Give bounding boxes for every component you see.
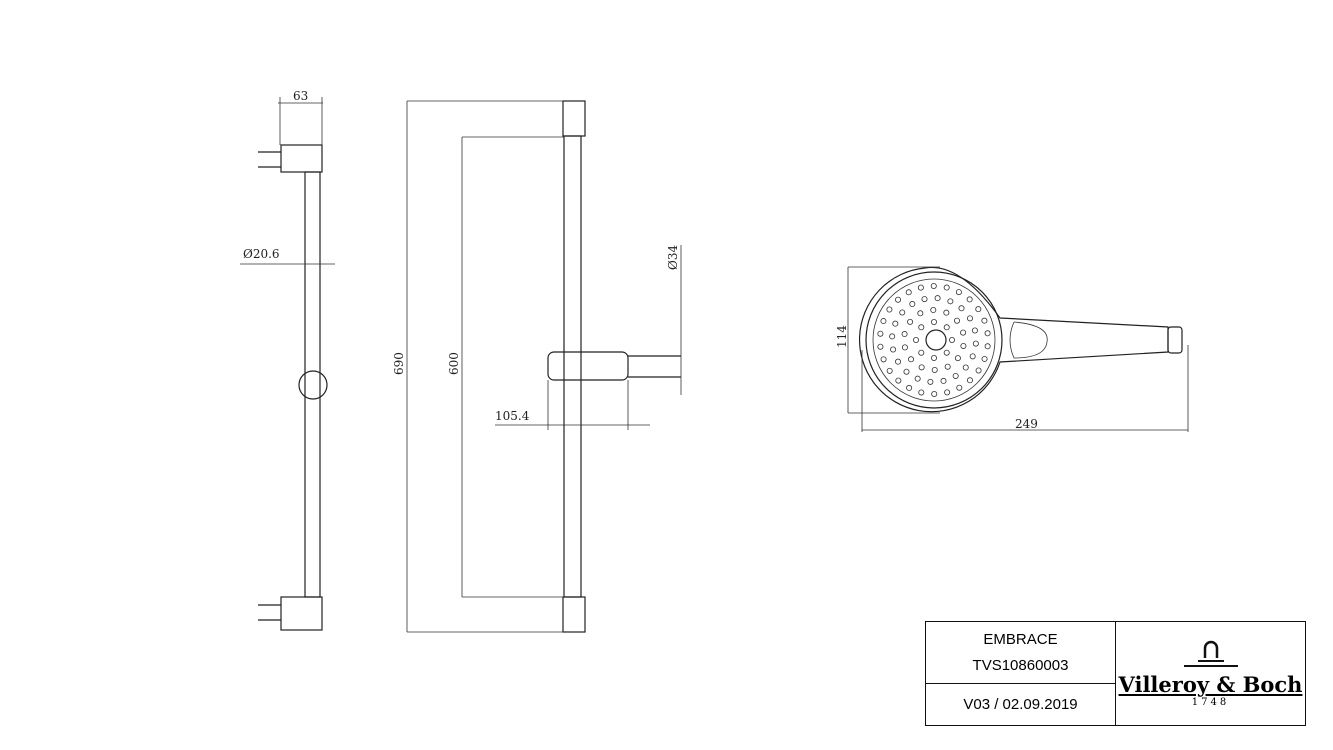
spray-nozzle xyxy=(981,355,988,362)
dim-head-width: 114 xyxy=(835,325,849,348)
spray-nozzle xyxy=(940,377,947,384)
spray-nozzle xyxy=(969,353,976,360)
spray-nozzle xyxy=(953,317,960,324)
spray-nozzle xyxy=(943,324,950,331)
brand-year: 1748 xyxy=(1191,696,1230,708)
spray-nozzle xyxy=(914,375,921,382)
spray-nozzle xyxy=(917,284,924,291)
spray-nozzle xyxy=(889,333,896,340)
dim-holder-diameter: Ø34 xyxy=(666,245,680,270)
spray-nozzle xyxy=(984,330,991,337)
spray-nozzle xyxy=(931,390,938,397)
spray-nozzle xyxy=(975,367,982,374)
spray-nozzle xyxy=(931,354,938,361)
spray-nozzle xyxy=(943,309,950,316)
dim-bracket-spacing: 600 xyxy=(447,352,461,375)
spray-nozzle xyxy=(984,343,991,350)
spray-nozzle xyxy=(944,389,951,396)
spray-nozzle xyxy=(921,296,928,303)
front-view: 690 600 Ø34 105.4 xyxy=(392,100,682,633)
spray-nozzle xyxy=(877,343,884,350)
product-name: EMBRACE xyxy=(983,630,1058,648)
dim-total-length: 690 xyxy=(392,352,406,375)
spray-nozzle xyxy=(909,301,916,308)
spray-nozzle xyxy=(931,318,938,325)
spray-nozzle xyxy=(908,356,915,363)
spray-nozzle xyxy=(975,306,982,313)
spray-nozzle xyxy=(892,320,899,327)
spray-nozzle xyxy=(895,358,902,365)
spray-nozzle xyxy=(954,355,961,362)
spray-nozzle xyxy=(918,324,925,331)
spray-nozzle xyxy=(905,289,912,296)
dim-slider-projection: 105.4 xyxy=(495,409,530,423)
spray-nozzle xyxy=(880,318,887,325)
spray-nozzle xyxy=(966,315,973,322)
logo-arch-icon xyxy=(1183,640,1238,667)
brand-name: Villeroy & Boch xyxy=(1118,671,1303,697)
spray-nozzle xyxy=(918,364,925,371)
dim-rail-diameter: Ø20.6 xyxy=(243,247,280,261)
title-block: EMBRACE TVS10860003 V03 / 02.09.2019 Vil… xyxy=(925,621,1306,726)
spray-nozzle xyxy=(890,346,897,353)
spray-nozzle xyxy=(971,327,978,334)
spray-nozzle xyxy=(930,283,937,290)
spray-nozzle xyxy=(880,356,887,363)
spray-nozzle xyxy=(877,330,884,337)
spray-nozzle xyxy=(960,329,967,336)
spray-nozzle xyxy=(901,344,908,351)
spray-nozzle xyxy=(949,336,956,343)
spray-nozzle xyxy=(944,363,951,370)
spray-nozzle xyxy=(927,378,934,385)
spray-nozzle xyxy=(895,296,902,303)
spray-nozzle xyxy=(966,377,973,384)
spray-nozzle xyxy=(943,284,950,291)
spray-nozzle xyxy=(901,331,908,338)
brand-logo: Villeroy & Boch 1748 xyxy=(1116,622,1305,725)
spray-nozzle xyxy=(918,389,925,396)
spray-nozzle xyxy=(903,368,910,375)
spray-nozzle xyxy=(966,296,973,303)
spray-nozzle xyxy=(886,306,893,313)
spray-nozzle xyxy=(931,366,938,373)
spray-nozzle xyxy=(952,372,959,379)
side-view: 63 Ø20.6 xyxy=(240,89,335,631)
version-date: V03 / 02.09.2019 xyxy=(963,696,1078,713)
spray-nozzle xyxy=(956,384,963,391)
spray-nozzle xyxy=(917,310,924,317)
spray-nozzle xyxy=(918,349,925,356)
spray-nozzle xyxy=(930,307,937,314)
spray-nozzle xyxy=(899,309,906,316)
dim-bracket-width: 63 xyxy=(293,89,308,103)
spray-nozzle xyxy=(960,342,967,349)
spray-nozzle xyxy=(895,377,902,384)
article-number: TVS10860003 xyxy=(972,656,1069,674)
spray-nozzle xyxy=(981,317,988,324)
spray-nozzle xyxy=(907,318,914,325)
spray-nozzle xyxy=(955,289,962,296)
spray-nozzle xyxy=(886,367,893,374)
dim-head-length: 249 xyxy=(1015,417,1038,431)
spray-nozzle xyxy=(958,305,965,312)
spray-nozzle xyxy=(972,340,979,347)
spray-nozzle xyxy=(913,336,920,343)
spray-nozzle xyxy=(943,349,950,356)
spray-nozzle xyxy=(934,295,941,302)
spray-nozzle xyxy=(947,298,954,305)
spray-nozzle xyxy=(906,384,913,391)
hand-shower-view: 114 249 xyxy=(835,266,1189,432)
spray-nozzle xyxy=(962,364,969,371)
